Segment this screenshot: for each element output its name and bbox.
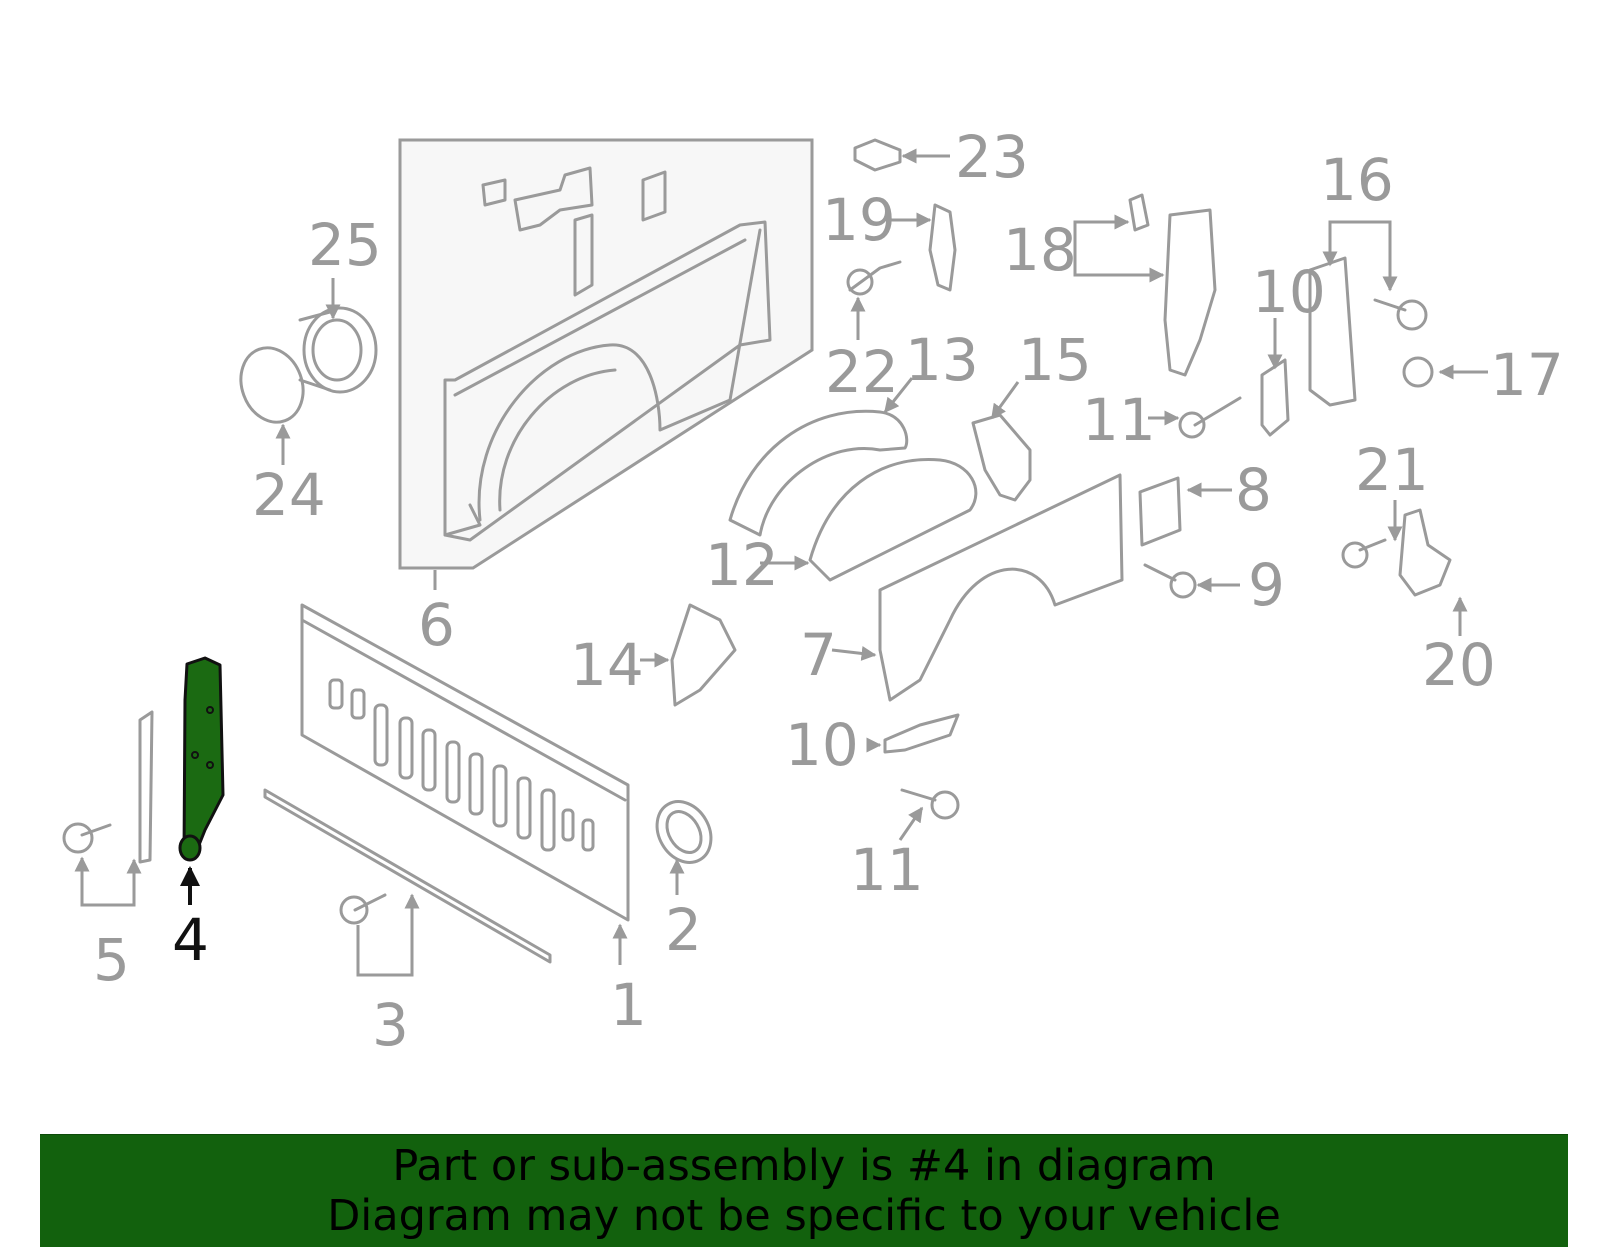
callout-25: 25 (308, 211, 382, 279)
callout-22: 22 (825, 338, 899, 406)
callout-2: 2 (665, 896, 702, 964)
part-23-clip (853, 138, 902, 172)
part-6-bed-side-panel (398, 138, 814, 570)
callout-3: 3 (372, 991, 409, 1059)
callout-24: 24 (252, 461, 326, 529)
banner-line-1: Part or sub-assembly is #4 in diagram (392, 1141, 1216, 1191)
part-10-upper-bracket (1260, 358, 1290, 437)
callout-11-upper: 11 (1082, 386, 1156, 454)
callout-13: 13 (905, 326, 979, 394)
callout-1: 1 (610, 971, 647, 1039)
callout-17: 17 (1490, 341, 1564, 409)
leader-lines (74, 148, 1488, 977)
callout-16: 16 (1320, 146, 1394, 214)
part-25-fuel-housing (298, 306, 378, 394)
part-16-bolt (1373, 298, 1428, 331)
part-21-bolt (1341, 538, 1387, 569)
part-18-bracket (1128, 193, 1217, 377)
callout-9: 9 (1248, 551, 1285, 619)
callout-19: 19 (822, 186, 896, 254)
callout-20: 20 (1422, 631, 1496, 699)
part-9-bolt (1143, 563, 1197, 599)
part-1-tailgate (300, 603, 630, 922)
callout-10-upper: 10 (1252, 258, 1326, 326)
part-14-deflector (670, 603, 737, 707)
part-13-arch-liner (728, 409, 909, 537)
part-12-wheelhouse (808, 458, 978, 582)
callout-14: 14 (570, 631, 644, 699)
part-24-fuel-door (239, 346, 305, 424)
info-banner: Part or sub-assembly is #4 in diagram Di… (40, 1134, 1568, 1247)
part-16-plate (1308, 256, 1357, 407)
part-5-trim (62, 710, 154, 864)
part-15-gusset (971, 413, 1032, 502)
callout-23: 23 (955, 123, 1029, 191)
callout-18: 18 (1003, 216, 1077, 284)
banner-line-2: Diagram may not be specific to your vehi… (327, 1191, 1281, 1241)
callout-8: 8 (1235, 456, 1272, 524)
callout-12: 12 (705, 531, 779, 599)
part-20-latch (1398, 508, 1452, 597)
callout-5: 5 (93, 926, 130, 994)
part-8-plate (1138, 476, 1182, 547)
part-10-lower-bracket (883, 713, 960, 754)
part-22-bolt (846, 260, 902, 296)
part-11-lower-bolt (900, 788, 960, 820)
callout-15: 15 (1018, 326, 1092, 394)
part-19-bracket (928, 203, 957, 292)
part-3-seal (263, 788, 552, 964)
callout-7: 7 (800, 621, 837, 689)
callout-11-lower: 11 (850, 836, 924, 904)
callout-labels: 1 2 3 4 5 6 7 8 9 10 10 11 11 12 13 14 1… (93, 123, 1564, 1059)
part-17-nut (1402, 356, 1434, 388)
part-2-handle-bezel (655, 800, 713, 864)
part-11-upper-bolt (1178, 396, 1242, 439)
callout-21: 21 (1355, 436, 1429, 504)
part-7-inner-panel (878, 473, 1124, 702)
callout-10-lower: 10 (785, 711, 859, 779)
callout-4: 4 (172, 906, 209, 974)
callout-6: 6 (418, 591, 455, 659)
part-4-highlighted-bracket (178, 656, 225, 862)
